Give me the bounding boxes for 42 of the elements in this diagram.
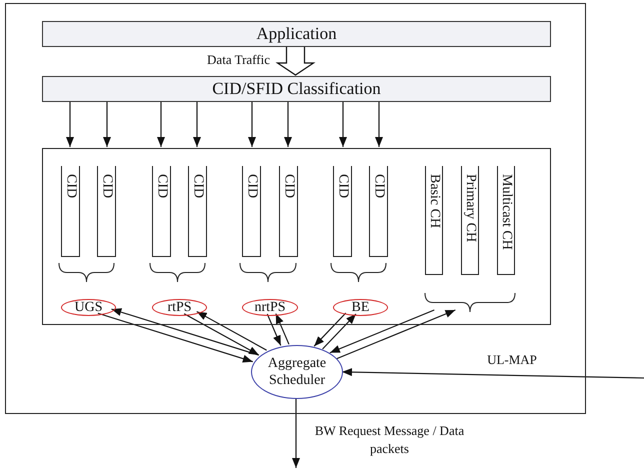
service-class-ellipse: nrtPS <box>242 299 298 316</box>
queue-column: CID <box>188 166 207 257</box>
arrow <box>184 313 260 356</box>
arrow <box>342 368 644 379</box>
arrow <box>103 101 111 147</box>
container-box <box>42 148 551 325</box>
queue-column: Primary CH <box>461 166 479 275</box>
arrow <box>193 101 201 147</box>
queue-column: Basic CH <box>425 166 443 275</box>
arrow <box>322 314 356 350</box>
arrow <box>266 314 282 346</box>
curly-brace <box>425 293 515 312</box>
service-class-ellipse: rtPS <box>152 299 207 316</box>
arrow <box>336 310 456 360</box>
arrow <box>157 101 165 147</box>
queue-column: CID <box>97 166 116 257</box>
queue-column: CID <box>333 166 352 257</box>
arrow <box>330 310 434 354</box>
arrow <box>111 308 259 356</box>
scheduler-ellipse: Aggregate Scheduler <box>251 345 343 399</box>
process-bar: CID/SFID Classification <box>42 76 551 102</box>
arrow <box>375 101 383 147</box>
process-bar: Application <box>42 21 551 47</box>
service-class-ellipse: BE <box>333 299 388 316</box>
hollow-arrow <box>276 45 316 76</box>
queue-column: CID <box>61 166 80 257</box>
arrow <box>98 312 253 363</box>
arrow <box>248 101 256 147</box>
arrow <box>292 398 300 468</box>
queue-column: CID <box>279 166 298 257</box>
service-class-ellipse: UGS <box>61 299 116 316</box>
queue-column: CID <box>242 166 261 257</box>
container-box <box>5 3 586 414</box>
arrow <box>66 101 74 147</box>
arrow <box>314 312 346 347</box>
queue-column: Multicast CH <box>497 166 515 275</box>
arrow <box>196 311 267 351</box>
arrow <box>284 101 292 147</box>
queue-column: CID <box>152 166 171 257</box>
queue-column: CID <box>369 166 388 257</box>
arrow <box>275 313 290 345</box>
arrow <box>339 101 347 147</box>
